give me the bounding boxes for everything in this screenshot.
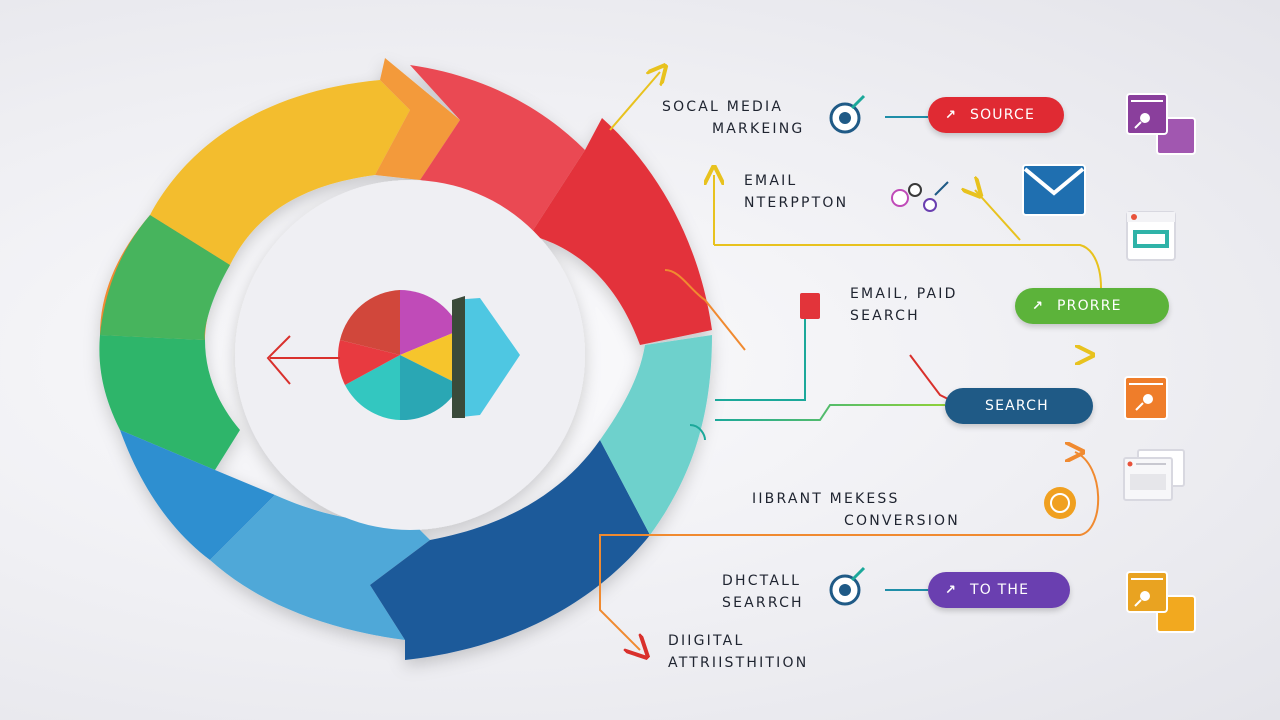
ring-segment-red-arrow: [530, 118, 712, 345]
source-button-label: SOURCE: [970, 107, 1036, 123]
label-line: DHCTALL: [722, 573, 802, 589]
label-line: IIBRANT MEKESS: [752, 491, 900, 507]
label-digital-search: DHCTALL SEARRCH: [722, 570, 804, 614]
connector-icon-2: [891, 181, 949, 212]
ring-segment-dark-blue: [370, 440, 650, 660]
connector-icon-3: [829, 566, 866, 606]
label-line: SEARCH: [850, 308, 920, 324]
ring-segment-green: [99, 335, 240, 470]
label-line: MARKEING: [712, 121, 805, 137]
label-line: CONVERSION: [844, 513, 960, 529]
north-east-arrow-icon: ↗: [944, 107, 958, 123]
yellow-document-icon[interactable]: [1125, 570, 1197, 636]
ring-segment-light-blue: [120, 430, 275, 560]
north-east-arrow-icon: ↗: [944, 582, 958, 598]
ring-segment-yellow: [150, 80, 410, 265]
label-line: ATTRIISTHITION: [668, 655, 809, 671]
search-button-label: SEARCH: [985, 398, 1049, 414]
browser-window-icon[interactable]: [1122, 448, 1186, 502]
coin-icon: [1044, 487, 1076, 519]
label-digital-attribution: DIIGITAL ATTRIISTHITION: [668, 630, 808, 674]
to-the-button[interactable]: ↗ TO THE: [928, 572, 1070, 608]
to-the-button-label: TO THE: [970, 582, 1030, 598]
label-line: EMAIL, PAID: [850, 286, 958, 302]
browser-window-icon[interactable]: [1125, 210, 1177, 262]
center-pie: [338, 290, 520, 421]
ring-segment-red: [410, 65, 585, 235]
label-line: DIIGITAL: [668, 633, 745, 649]
label-line: SOCAL MEDIA: [662, 99, 784, 115]
label-email-interruption: EMAIL NTERPPTON: [744, 170, 848, 214]
email-envelope-icon[interactable]: [1021, 163, 1087, 217]
prorre-button-label: PRORRE: [1057, 298, 1122, 314]
source-button[interactable]: ↗ SOURCE: [928, 97, 1064, 133]
label-line: NTERPPTON: [744, 195, 849, 211]
label-social-media-marketing: SOCAL MEDIA MARKEING: [662, 96, 804, 140]
label-vibrant-conversion: IIBRANT MEKESS CONVERSION: [752, 488, 960, 532]
pin-marker: [800, 293, 820, 319]
prorre-button[interactable]: ↗ PRORRE: [1015, 288, 1169, 324]
connector-icon-1: [829, 94, 866, 134]
north-east-arrow-icon: ↗: [1031, 298, 1045, 314]
orange-document-icon[interactable]: [1123, 375, 1169, 421]
ring-segment-orange-arrow: [375, 58, 460, 180]
label-email-paid-search: EMAIL, PAID SEARCH: [850, 283, 958, 327]
purple-document-icon[interactable]: [1125, 92, 1197, 158]
label-line: SEARRCH: [722, 595, 804, 611]
search-button[interactable]: SEARCH: [945, 388, 1093, 424]
label-line: EMAIL: [744, 173, 798, 189]
ring-segment-teal: [600, 335, 712, 535]
ring-segment-cyan: [210, 495, 430, 640]
